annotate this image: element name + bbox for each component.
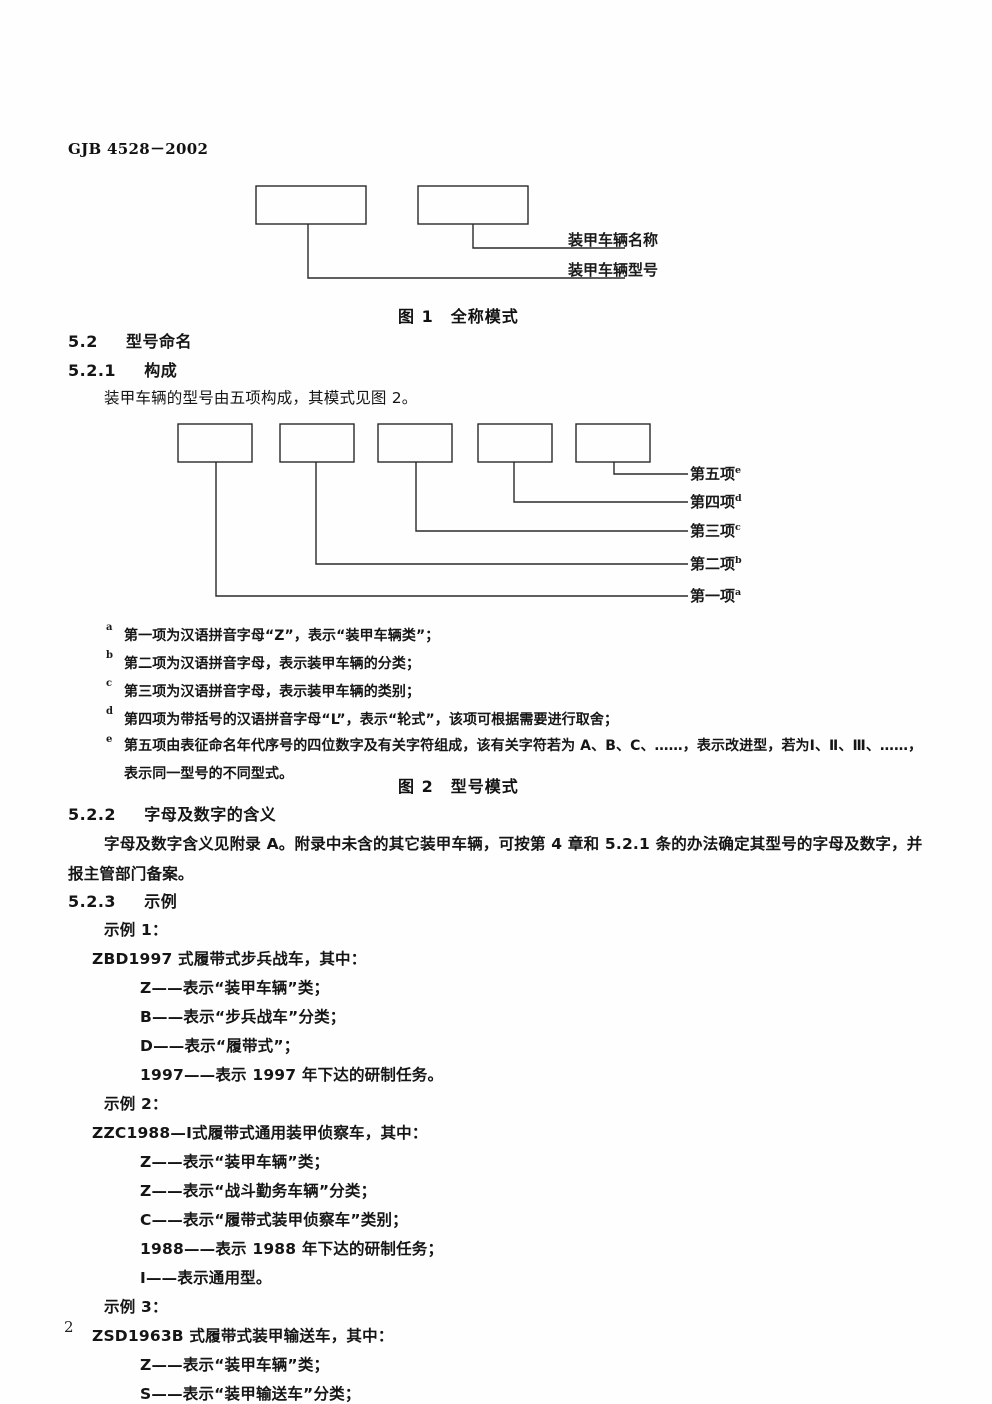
example-3-heading: 示例 3： (104, 1298, 168, 1316)
figure-2-diagram (170, 418, 690, 608)
page-header: GJB 4528－2002 (68, 140, 209, 158)
footnote-mark-a: a (106, 622, 113, 633)
figure-2-label-item-4: 第四项d (690, 491, 742, 512)
footnote-mark-b: b (106, 650, 113, 661)
example-3-title: ZSD1963B 式履带式装甲输送车，其中： (92, 1327, 394, 1345)
figure-2-caption: 图 2 型号模式 (398, 777, 519, 796)
section-5-2-2-title: 字母及数字的含义 (144, 805, 277, 824)
example-1-item-3: D——表示“履带式”； (140, 1037, 300, 1055)
figure-2-label-item-2: 第二项b (690, 553, 742, 574)
figure-2-label-item-5-text: 第五项 (690, 465, 736, 483)
section-5-2-1-heading: 5.2.1 构成 (68, 357, 177, 381)
figure-2-label-item-3-mark: c (735, 522, 741, 533)
example-1-item-4: 1997——表示 1997 年下达的研制任务。 (140, 1066, 444, 1084)
example-1-title: ZBD1997 式履带式步兵战车，其中： (92, 950, 367, 968)
example-2-item-1: Z——表示“装甲车辆”类； (140, 1153, 330, 1171)
figure-2-label-item-3: 第三项c (690, 520, 741, 541)
figure-2-label-item-5: 第五项e (690, 463, 741, 484)
example-1-heading: 示例 1： (104, 921, 168, 939)
section-5-2-3-number: 5.2.3 (68, 892, 117, 911)
section-5-2-number: 5.2 (68, 332, 98, 351)
figure-2-label-item-1-mark: a (735, 587, 742, 598)
example-2-item-4: 1988——表示 1988 年下达的研制任务； (140, 1240, 444, 1258)
figure-2-label-item-4-mark: d (735, 493, 742, 504)
figure-2-label-item-1-text: 第一项 (690, 587, 736, 605)
example-3-item-2: S——表示“装甲输送车”分类； (140, 1385, 361, 1403)
figure-2-label-item-3-text: 第三项 (690, 522, 736, 540)
example-2-item-2: Z——表示“战斗勤务车辆”分类； (140, 1182, 377, 1200)
example-3-item-1: Z——表示“装甲车辆”类； (140, 1356, 330, 1374)
section-5-2-title: 型号命名 (126, 332, 193, 351)
figure-1-caption: 图 1 全称模式 (398, 307, 519, 326)
footnote-text-a: 第一项为汉语拼音字母“Z”，表示“装甲车辆类”； (124, 628, 440, 644)
footnote-text-e: 第五项由表征命名年代序号的四位数字及有关字符组成，该有关字符若为 A、B、C、…… (124, 738, 923, 782)
figure-1-label-name: 装甲车辆名称 (568, 231, 659, 249)
footnote-mark-d: d (106, 706, 113, 717)
section-5-2-3-title: 示例 (144, 892, 178, 911)
section-5-2-1-number: 5.2.1 (68, 361, 117, 380)
footnote-mark-e: e (106, 734, 113, 745)
example-2-item-3: C——表示“履带式装甲侦察车”类别； (140, 1211, 408, 1229)
example-2-title: ZZC1988—Ⅰ式履带式通用装甲侦察车，其中： (92, 1124, 428, 1142)
figure-2-label-item-1: 第一项a (690, 585, 741, 606)
section-5-2-3-heading: 5.2.3 示例 (68, 888, 177, 912)
figure-2-label-item-2-mark: b (735, 555, 742, 566)
footnote-mark-c: c (106, 678, 113, 689)
footnote-text-b: 第二项为汉语拼音字母，表示装甲车辆的分类； (124, 656, 421, 672)
section-5-2-2-number: 5.2.2 (68, 805, 117, 824)
section-5-2-1-title: 构成 (144, 361, 178, 380)
section-5-2-heading: 5.2 型号命名 (68, 328, 192, 352)
section-5-2-1-paragraph: 装甲车辆的型号由五项构成，其模式见图 2。 (104, 389, 418, 407)
figure-1-diagram (230, 178, 650, 288)
figure-2-label-item-4-text: 第四项 (690, 493, 736, 511)
footnote-text-c: 第三项为汉语拼音字母，表示装甲车辆的类别； (124, 684, 421, 700)
page-number: 2 (64, 1318, 74, 1336)
figure-2-label-item-2-text: 第二项 (690, 555, 736, 573)
example-1-item-2: B——表示“步兵战车”分类； (140, 1008, 346, 1026)
footnote-text-d: 第四项为带括号的汉语拼音字母“L”，表示“轮式”，该项可根据需要进行取舍； (124, 712, 619, 728)
example-1-item-1: Z——表示“装甲车辆”类； (140, 979, 330, 997)
figure-2-label-item-5-mark: e (735, 465, 742, 476)
example-2-item-5: Ⅰ——表示通用型。 (140, 1269, 272, 1287)
example-2-heading: 示例 2： (104, 1095, 168, 1113)
section-5-2-2-paragraph: 字母及数字含义见附录 A。附录中未含的其它装甲车辆，可按第 4 章和 5.2.1… (68, 835, 923, 883)
figure-1-label-model: 装甲车辆型号 (568, 261, 659, 279)
section-5-2-2-heading: 5.2.2 字母及数字的含义 (68, 801, 276, 825)
